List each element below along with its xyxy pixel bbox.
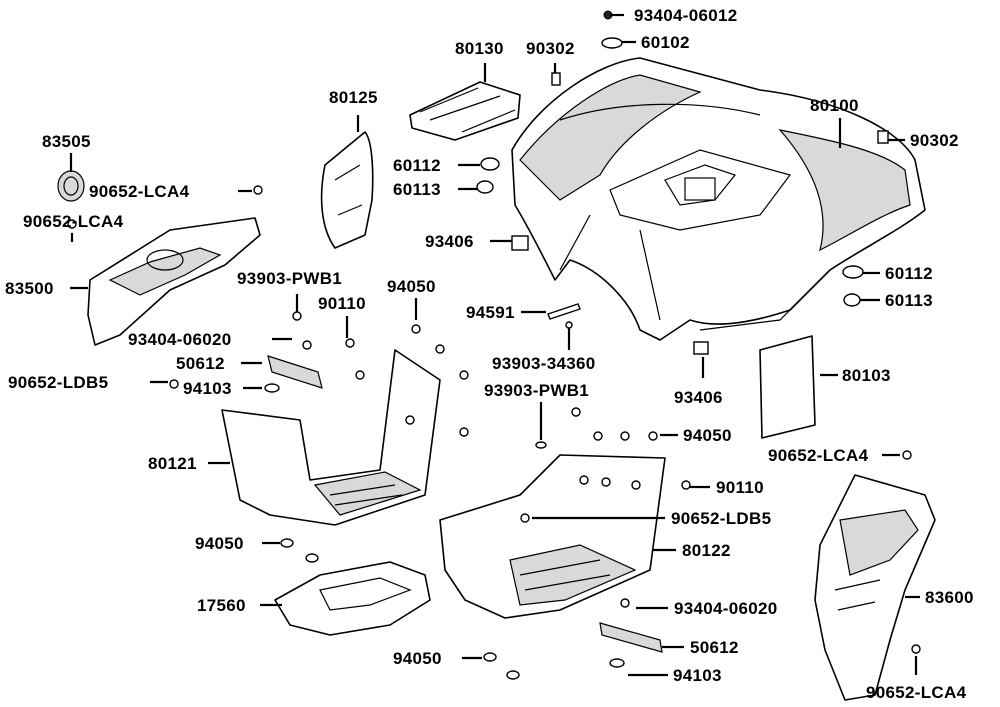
- label-80100: 80100: [810, 96, 859, 115]
- label-93903-pwb1-b: 93903-PWB1: [484, 381, 589, 400]
- label-90652-ldb5-b: 90652-LDB5: [671, 509, 771, 528]
- label-93406-a: 93406: [425, 232, 474, 251]
- side-cover-80125: [320, 131, 374, 249]
- hardware: [67, 10, 921, 680]
- label-90302-top: 90302: [526, 39, 575, 58]
- label-90110-a: 90110: [318, 294, 366, 313]
- label-80125: 80125: [329, 88, 378, 107]
- label-94050-d: 94050: [393, 649, 442, 668]
- label-90302-right: 90302: [910, 131, 959, 150]
- label-94050-a: 94050: [387, 277, 436, 296]
- panel-80103: [759, 335, 816, 439]
- tray-80130: [409, 81, 521, 141]
- label-90652-ldb5-a: 90652-LDB5: [8, 373, 108, 392]
- label-90652-lca4-b: 90652-LCA4: [23, 212, 124, 231]
- label-93404-06012: 93404-06012: [634, 6, 738, 25]
- label-60113-b: 60113: [885, 291, 933, 310]
- label-94103-b: 94103: [673, 666, 722, 685]
- footwell-80122: [439, 454, 666, 619]
- label-90652-lca4-c: 90652-LCA4: [768, 446, 869, 465]
- label-83505: 83505: [42, 132, 91, 151]
- label-94050-c: 94050: [195, 534, 244, 553]
- label-60102: 60102: [641, 33, 690, 52]
- label-90652-lca4-d: 90652-LCA4: [866, 683, 967, 702]
- label-90110-b: 90110: [716, 478, 764, 497]
- label-60112-a: 60112: [393, 156, 441, 175]
- label-80103: 80103: [842, 366, 891, 385]
- right-panel-83600: [814, 474, 936, 701]
- label-50612-a: 50612: [176, 354, 225, 373]
- rear-fender-80100: [511, 57, 926, 341]
- footwell-80121: [221, 349, 441, 526]
- cap-83505: [57, 170, 85, 202]
- label-93406-b: 93406: [674, 388, 723, 407]
- label-60113-a: 60113: [393, 180, 441, 199]
- label-93903-34360: 93903-34360: [492, 354, 596, 373]
- left-panel-83500: [87, 217, 261, 346]
- floor-panel-17560: [274, 561, 431, 636]
- label-80130: 80130: [455, 39, 504, 58]
- label-94591: 94591: [466, 303, 515, 322]
- label-50612-b: 50612: [690, 638, 739, 657]
- label-80121: 80121: [148, 454, 197, 473]
- strip-94591: [547, 303, 581, 320]
- label-93404-06020-b: 93404-06020: [674, 599, 778, 618]
- label-94050-b: 94050: [683, 426, 732, 445]
- label-93903-pwb1-a: 93903-PWB1: [237, 269, 342, 288]
- label-17560: 17560: [197, 596, 246, 615]
- bracket-50612-left: [267, 355, 323, 389]
- label-80122: 80122: [682, 541, 731, 560]
- label-83600: 83600: [925, 588, 974, 607]
- bracket-50612-right: [599, 622, 663, 653]
- label-83500: 83500: [5, 279, 54, 298]
- label-94103-a: 94103: [183, 379, 232, 398]
- label-60112-b: 60112: [885, 264, 933, 283]
- label-90652-lca4-a: 90652-LCA4: [89, 182, 190, 201]
- leader-lines: [69, 13, 920, 677]
- label-93404-06020-a: 93404-06020: [128, 330, 232, 349]
